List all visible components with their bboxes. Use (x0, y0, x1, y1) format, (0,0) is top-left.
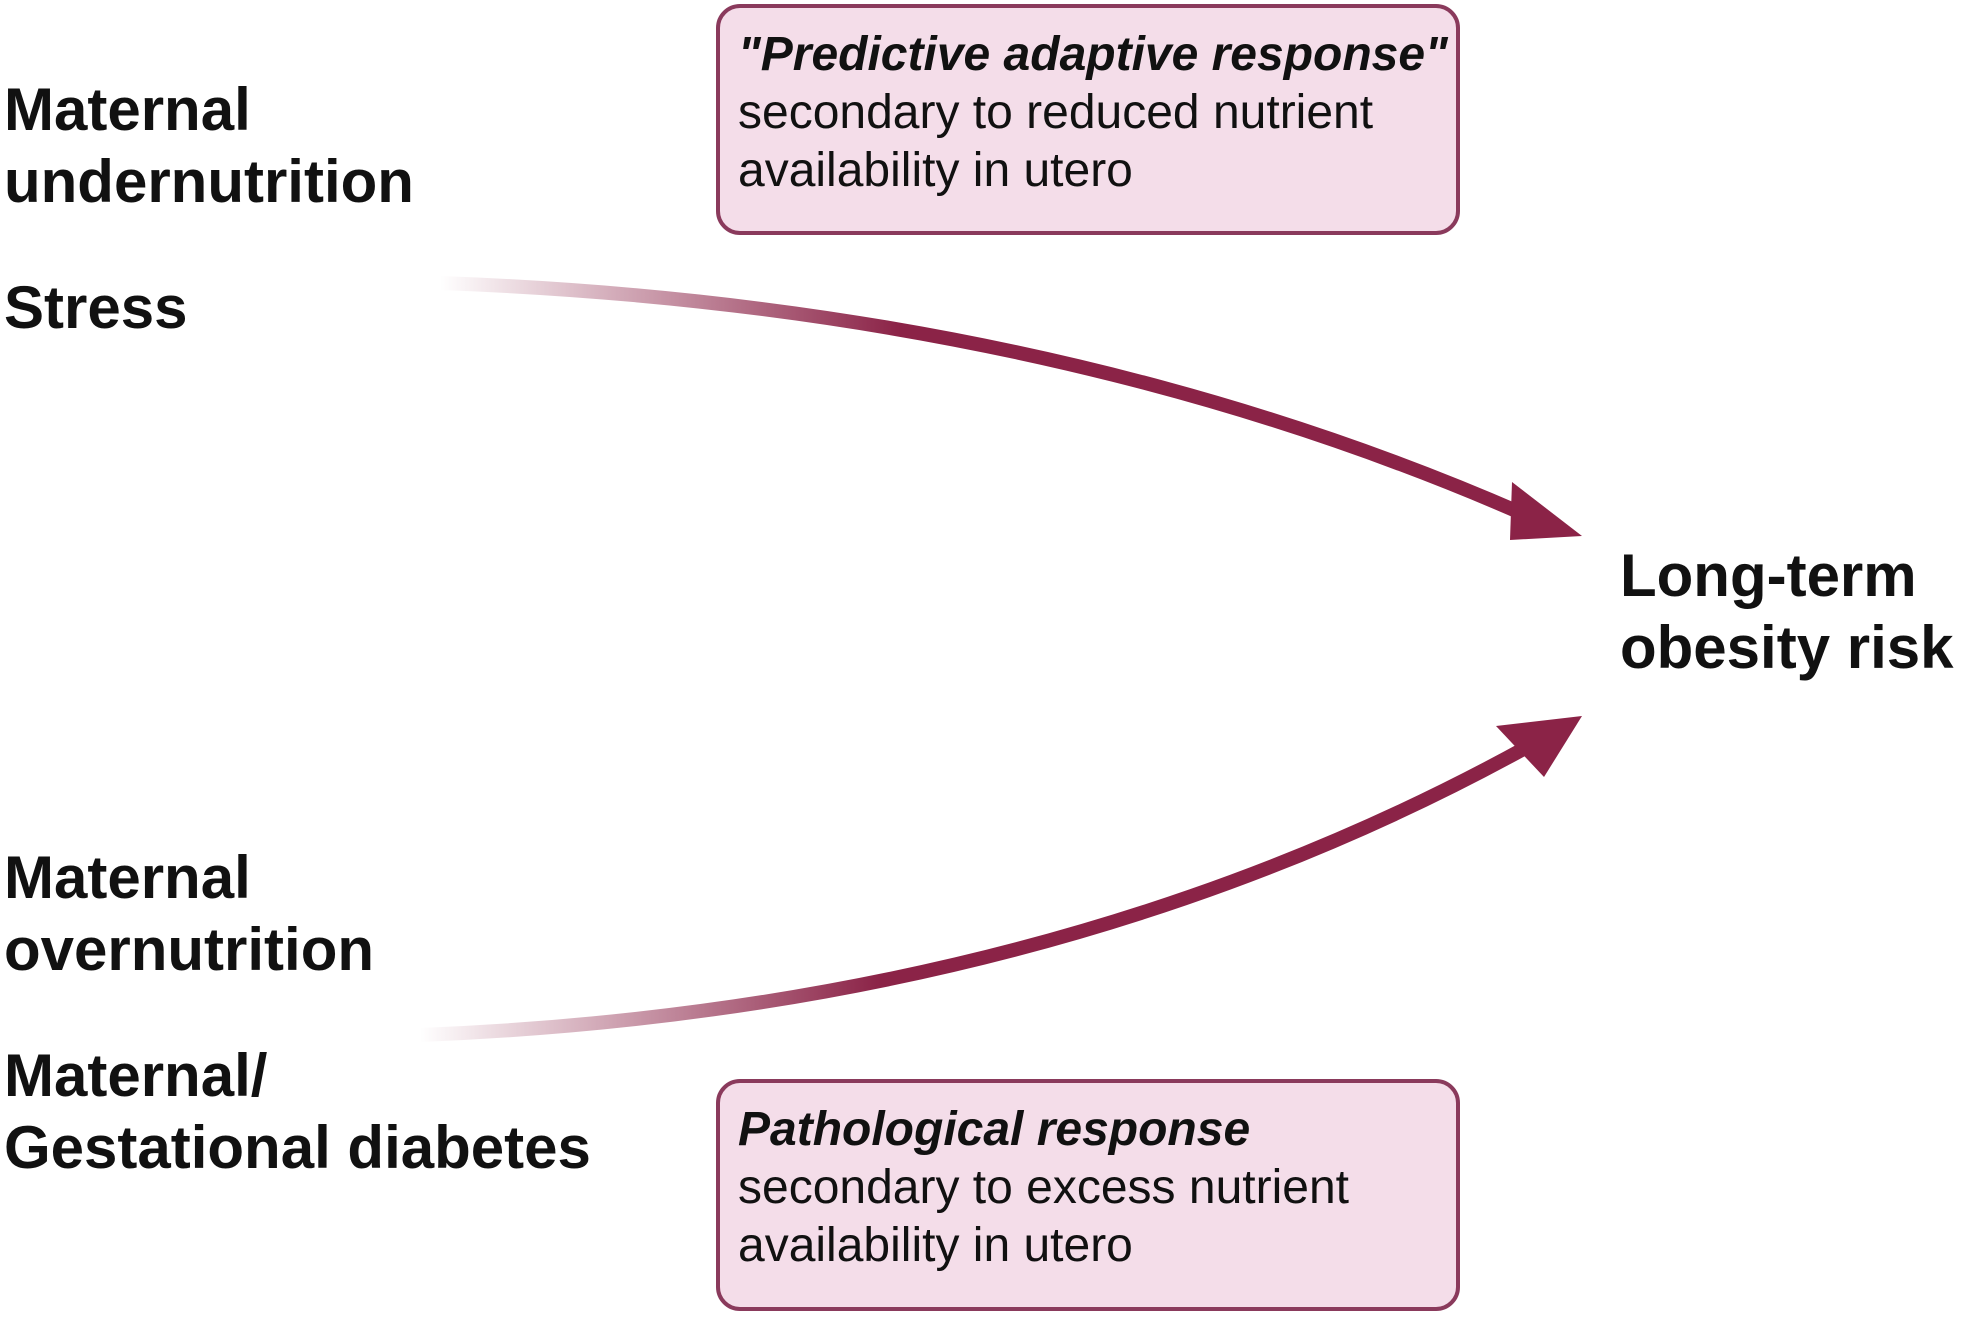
bottom-arrow-head (1496, 716, 1582, 777)
maternal-overnutrition-label: Maternal overnutrition (4, 842, 374, 986)
top-arrow-shaft (439, 276, 1533, 524)
predictive-adaptive-response-title: "Predictive adaptive response" (738, 28, 1448, 81)
bottom-arrow-shaft (419, 740, 1531, 1042)
outcome-line-2: obesity risk (1620, 614, 1954, 681)
undernutrition-line-2: undernutrition (4, 148, 414, 215)
diabetes-line-2: Gestational diabetes (4, 1114, 591, 1181)
bottom-arrow (419, 716, 1582, 1042)
stress-label: Stress (4, 274, 188, 341)
top-box-line-1: secondary to reduced nutrient (738, 86, 1374, 139)
pathological-response-title: Pathological response (738, 1103, 1251, 1156)
gestational-diabetes-label: Maternal/ Gestational diabetes (4, 1040, 591, 1184)
predictive-adaptive-response-box: "Predictive adaptive response" secondary… (716, 4, 1460, 235)
outcome-line-1: Long-term (1620, 542, 1917, 609)
undernutrition-line-1: Maternal (4, 76, 251, 143)
top-arrow (439, 276, 1582, 540)
top-box-line-2: availability in utero (738, 144, 1133, 197)
obesity-risk-outcome-label: Long-term obesity risk (1620, 540, 1954, 684)
pathological-response-box: Pathological response secondary to exces… (716, 1079, 1460, 1311)
bottom-box-line-2: availability in utero (738, 1219, 1133, 1272)
diabetes-line-1: Maternal/ (4, 1042, 268, 1109)
overnutrition-line-2: overnutrition (4, 916, 374, 983)
top-arrow-head (1510, 482, 1582, 540)
maternal-undernutrition-label: Maternal undernutrition (4, 74, 414, 218)
overnutrition-line-1: Maternal (4, 844, 251, 911)
bottom-box-line-1: secondary to excess nutrient (738, 1161, 1349, 1214)
